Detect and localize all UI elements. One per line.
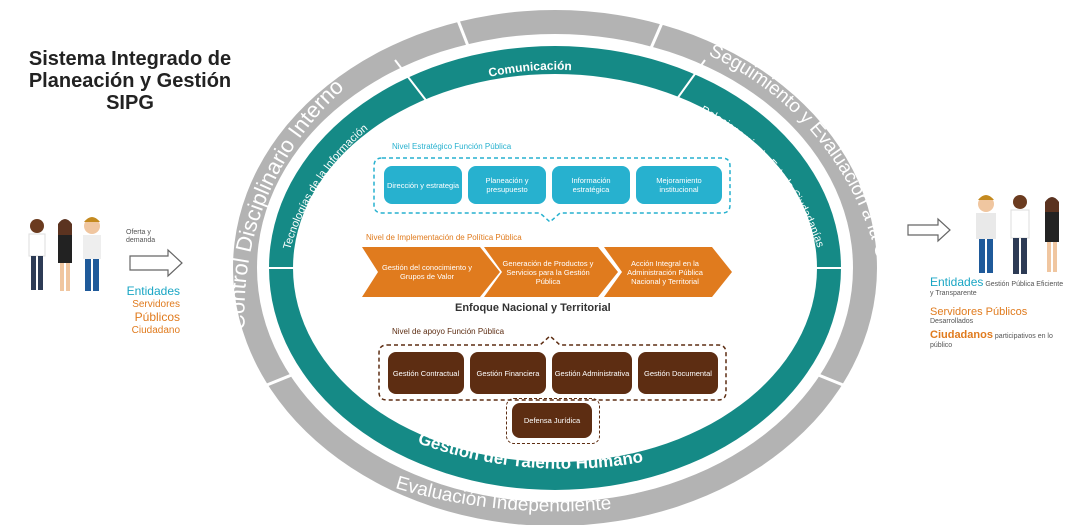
support-box-defensa: Defensa Jurídica	[512, 403, 592, 438]
support-box-documental: Gestión Documental	[638, 352, 718, 394]
impl-arrow-2-shape	[484, 247, 618, 297]
support-frame	[378, 334, 727, 401]
impl-arrow-accion: Acción Integral en la Administración Púb…	[627, 258, 703, 286]
left-arrow-icon	[129, 248, 183, 278]
right-entidades-desc: Gestión Pública Eficiente y Transparente	[930, 281, 1064, 297]
support-box-contractual: Gestión Contractual	[388, 352, 464, 394]
title-line-3: SIPG	[106, 92, 154, 114]
left-publicos: Públicos	[134, 310, 180, 324]
page-title: Sistema Integrado de Planeación y Gestió…	[10, 48, 250, 114]
strategic-box-mejoramiento: Mejoramiento institucional	[636, 166, 722, 204]
right-servidores: Servidores Públicos	[930, 306, 1028, 318]
right-entidades: Entidades	[930, 275, 984, 289]
right-servidores-desc: Desarrollados	[930, 318, 974, 325]
right-roles: Entidades Gestión Pública Eficiente y Tr…	[930, 275, 1065, 350]
impl-arrow-1-shape	[362, 247, 500, 297]
support-label: Nivel de apoyo Función Pública	[392, 327, 505, 336]
right-ciudadanos-desc: participativos en lo público	[930, 333, 1053, 349]
strategic-label: Nivel Estratégico Función Pública	[392, 142, 512, 151]
impl-arrow-conocimiento: Gestión del conocimiento y Grupos de Val…	[381, 263, 473, 281]
right-ciudadanos: Ciudadanos	[930, 329, 993, 341]
title-line-2: Planeación y Gestión	[28, 70, 232, 92]
support-box-financiera: Gestión Financiera	[470, 352, 546, 394]
oferta-demanda-label: Oferta y demanda	[126, 229, 156, 244]
right-arrow-icon	[907, 217, 951, 243]
implementation-label: Nivel de Implementación de Política Públ…	[366, 233, 522, 242]
right-people-illustration	[976, 195, 1059, 274]
center-label: Enfoque Nacional y Territorial	[455, 302, 611, 314]
left-entidades: Entidades	[126, 284, 180, 298]
strategic-box-direccion: Dirección y estrategia	[384, 166, 462, 204]
left-ciudadano: Ciudadano	[131, 325, 180, 336]
left-servidores: Servidores	[132, 299, 180, 310]
left-roles: Entidades Servidores Públicos Ciudadano	[110, 285, 180, 337]
left-people-illustration	[28, 217, 101, 291]
impl-arrow-productos: Generación de Productos y Servicios para…	[502, 258, 594, 286]
strategic-box-informacion: Información estratégica	[552, 166, 630, 204]
impl-arrow-3-shape	[604, 247, 732, 297]
title-line-1: Sistema Integrado de	[28, 48, 232, 70]
strategic-box-planeacion: Planeación y presupuesto	[468, 166, 546, 204]
defensa-frame	[506, 398, 600, 444]
support-box-administrativa: Gestión Administrativa	[552, 352, 632, 394]
